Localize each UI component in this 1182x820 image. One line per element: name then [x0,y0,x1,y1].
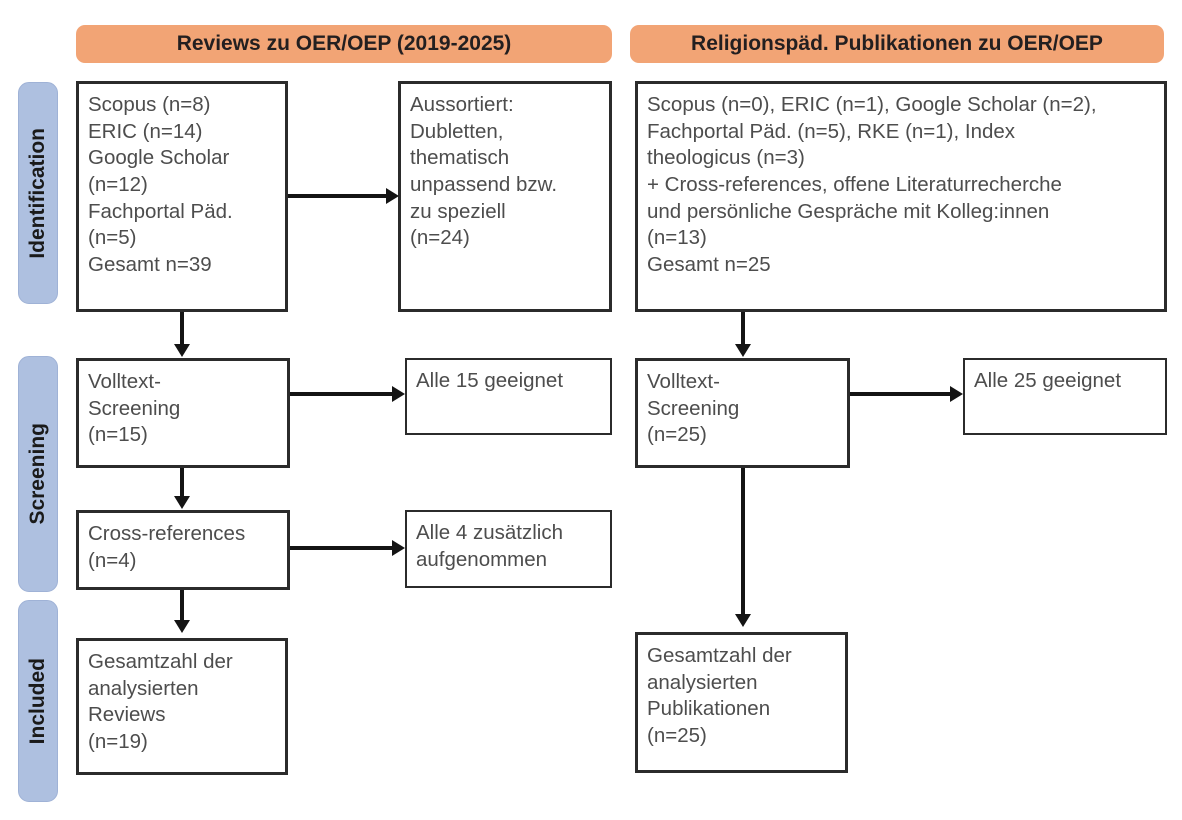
stage-label-identification: Identification [26,127,49,259]
box-line: thematisch [410,146,510,170]
box-line: unpassend bzw. [410,172,558,196]
box-line: Volltext- [88,370,161,393]
connector-left-crossrefs-to-included [180,590,184,622]
box-line: Alle 15 geeignet [416,369,564,392]
box-line: analysierten [647,670,758,694]
box-right-all-suitable: Alle 25 geeignet [963,358,1167,435]
arrowhead-right-screening-to-included [735,614,751,627]
connector-left-crossrefs-to-added [290,546,395,550]
box-line: (n=24) [410,226,470,250]
column-header-reviews-label: Reviews zu OER/OEP (2019-2025) [176,32,512,55]
box-right-fulltext-screening: Volltext- Screening (n=25) [635,358,850,468]
box-line: (n=5) [88,226,137,250]
column-header-religionspaed: Religionspäd. Publikationen zu OER/OEP [630,25,1164,63]
box-line: Google Scholar [88,146,230,170]
arrowhead-right-sources-to-screening [735,344,751,357]
box-line: Publikationen [647,697,771,721]
connector-left-sources-to-excluded [288,194,388,198]
connector-right-screening-to-included [741,468,745,616]
box-left-excluded: Aussortiert: Dubletten, thematisch unpas… [398,81,612,312]
box-right-identification-sources: Scopus (n=0), ERIC (n=1), Google Scholar… [635,81,1167,312]
box-left-fulltext-screening: Volltext- Screening (n=15) [76,358,290,468]
box-right-included-total: Gesamtzahl der analysierten Publikatione… [635,632,848,773]
stage-label-screening: Screening [26,423,49,525]
stage-pill-screening: Screening [18,356,58,592]
box-line: aufgenommen [416,547,548,571]
box-left-all-added: Alle 4 zusätzlich aufgenommen [405,510,612,588]
arrowhead-left-crossrefs-to-added [392,540,405,556]
arrowhead-right-screening-to-suitable [950,386,963,402]
box-left-included-total: Gesamtzahl der analysierten Reviews (n=1… [76,638,288,775]
connector-right-sources-to-screening [741,312,745,346]
box-line: Cross-references [88,522,246,545]
arrowhead-left-crossrefs-to-included [174,620,190,633]
box-line: (n=12) [88,172,148,196]
box-line: Dubletten, [410,119,504,143]
box-line: (n=13) [647,226,707,250]
box-line: Screening [88,396,181,420]
box-line: (n=4) [88,548,137,572]
arrowhead-left-screening-to-suitable [392,386,405,402]
stage-pill-identification: Identification [18,82,58,304]
arrowhead-left-sources-to-screening [174,344,190,357]
box-line: Gesamtzahl der [88,650,233,673]
box-left-cross-references: Cross-references (n=4) [76,510,290,590]
box-line: Screening [647,396,740,420]
connector-left-screening-to-suitable [290,392,395,396]
box-line: Fachportal Päd. [88,199,233,223]
box-left-all-suitable: Alle 15 geeignet [405,358,612,435]
box-line: zu speziell [410,199,506,223]
box-line: theologicus (n=3) [647,146,805,170]
box-line: (n=15) [88,423,148,447]
box-line: Gesamtzahl der [647,644,792,667]
arrowhead-left-screening-to-crossrefs [174,496,190,509]
box-line: analysierten [88,676,199,700]
column-header-religionspaed-label: Religionspäd. Publikationen zu OER/OEP [691,32,1103,55]
box-line: Scopus (n=8) [88,93,211,116]
box-line: Gesamt n=25 [647,252,771,276]
box-line: Aussortiert: [410,93,514,116]
box-line: + Cross-references, offene Literaturrech… [647,172,1062,196]
connector-left-screening-to-crossrefs [180,468,184,498]
connector-left-sources-to-screening [180,312,184,346]
column-header-reviews: Reviews zu OER/OEP (2019-2025) [76,25,612,63]
stage-pill-included: Included [18,600,58,802]
box-line: (n=19) [88,729,148,753]
box-line: (n=25) [647,423,707,447]
arrowhead-left-sources-to-excluded [386,188,399,204]
box-line: und persönliche Gespräche mit Kolleg:inn… [647,199,1050,223]
box-line: Scopus (n=0), ERIC (n=1), Google Scholar… [647,93,1097,116]
box-line: Alle 4 zusätzlich [416,521,563,544]
box-line: (n=25) [647,723,707,747]
box-line: ERIC (n=14) [88,119,203,143]
stage-label-included: Included [26,657,49,745]
box-line: Reviews [88,703,166,727]
box-line: Alle 25 geeignet [974,369,1122,392]
box-left-identification-sources: Scopus (n=8) ERIC (n=14) Google Scholar … [76,81,288,312]
box-line: Gesamt n=39 [88,252,212,276]
connector-right-screening-to-suitable [850,392,953,396]
box-line: Volltext- [647,370,720,393]
box-line: Fachportal Päd. (n=5), RKE (n=1), Index [647,119,1016,143]
